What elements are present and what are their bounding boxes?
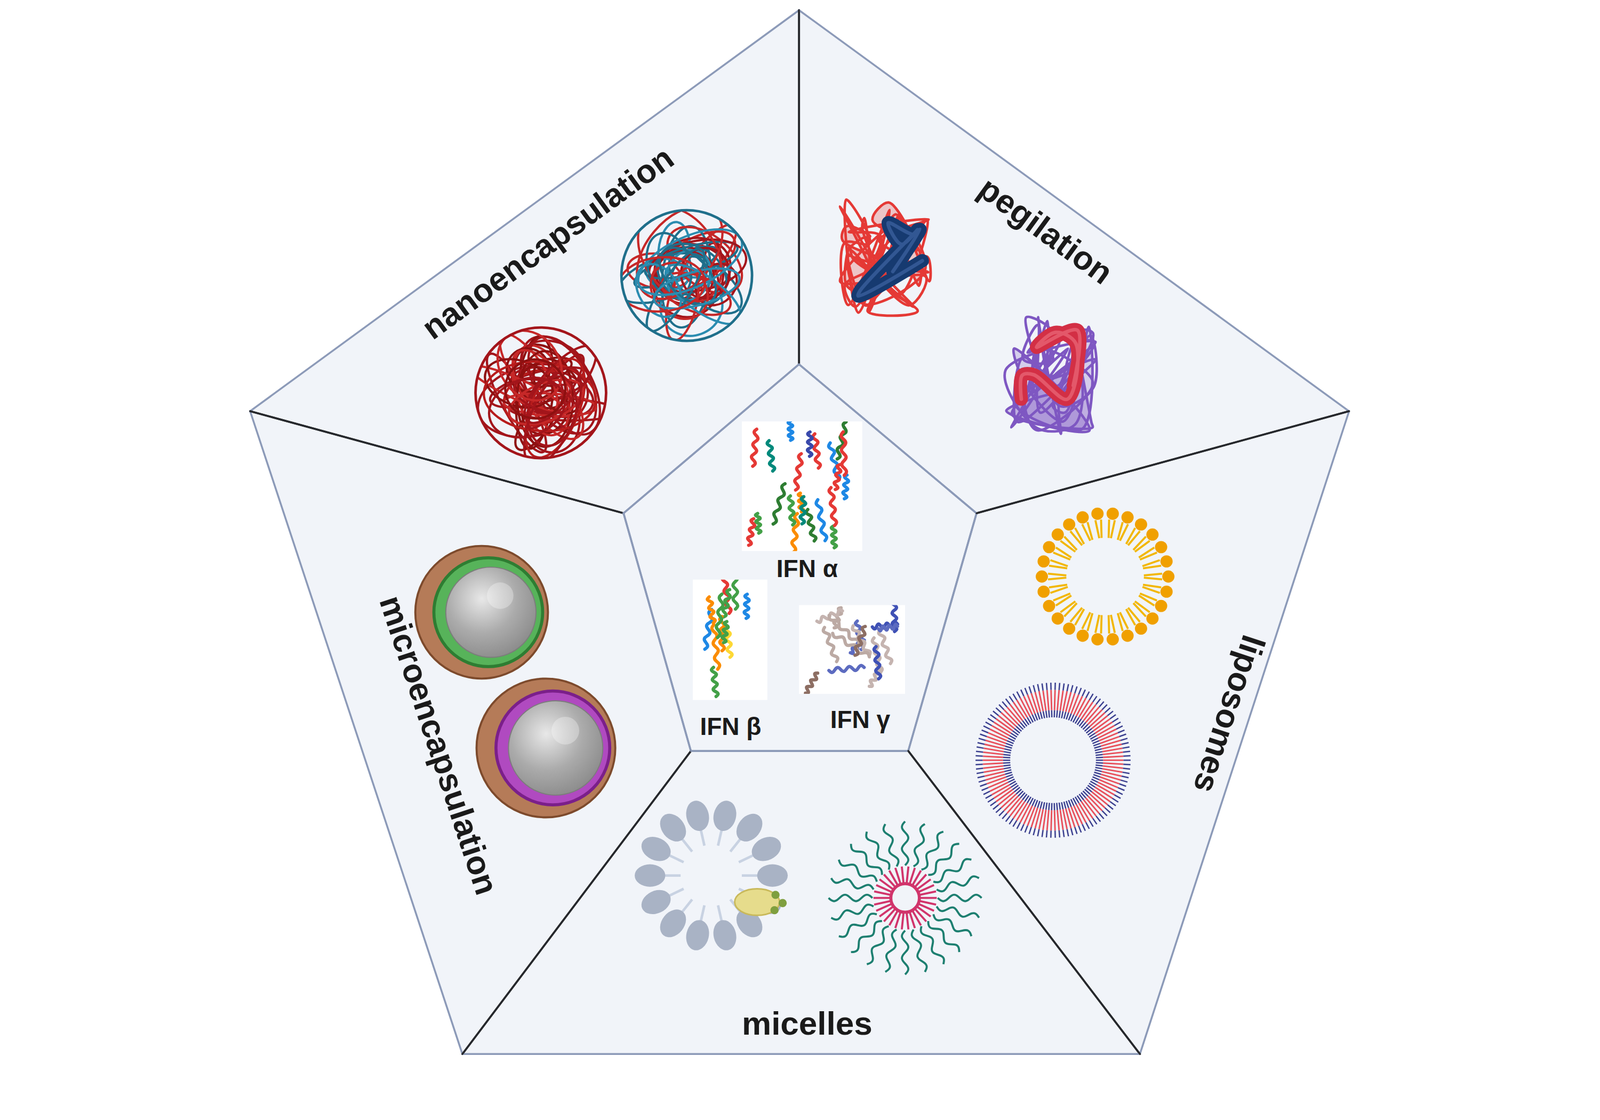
protein-structure: [692, 568, 768, 700]
interferon-core: IFN α IFN β IFN γ: [623, 364, 977, 751]
nanoparticle: [466, 318, 618, 474]
pegylated-protein: [1004, 316, 1098, 434]
method-label: microencapsulation: [371, 590, 507, 899]
microcapsule: [476, 678, 615, 818]
protein-label: IFN α: [776, 554, 838, 583]
method-label: pegilation: [971, 169, 1121, 292]
liposome: [975, 682, 1131, 838]
segment-outline: [908, 411, 1350, 1054]
protein-structure: [741, 420, 863, 553]
pegylated-protein: [840, 199, 931, 316]
micelle: [828, 821, 982, 975]
liposome: [1035, 507, 1175, 646]
micelles-segment: micelles: [462, 750, 1140, 1054]
nanoparticle: [612, 190, 755, 345]
protein-label: IFN γ: [830, 705, 891, 734]
protein-structure: [798, 599, 906, 694]
nanoencapsulation-segment: nanoencapsulation: [250, 10, 799, 514]
protein-label: IFN β: [699, 712, 762, 741]
method-label: micelles: [741, 1004, 873, 1043]
method-label: nanoencapsulation: [414, 138, 681, 347]
segment-outline: [250, 411, 692, 1054]
microencapsulation-segment: microencapsulation: [250, 411, 692, 1054]
liposomes-segment: liposomes: [908, 411, 1350, 1054]
pegilation-segment: pegilation: [798, 10, 1349, 514]
method-label: liposomes: [1186, 630, 1274, 798]
pentagon-ground: [250, 10, 1350, 1054]
micelle: [634, 798, 788, 953]
microcapsule: [415, 546, 549, 679]
